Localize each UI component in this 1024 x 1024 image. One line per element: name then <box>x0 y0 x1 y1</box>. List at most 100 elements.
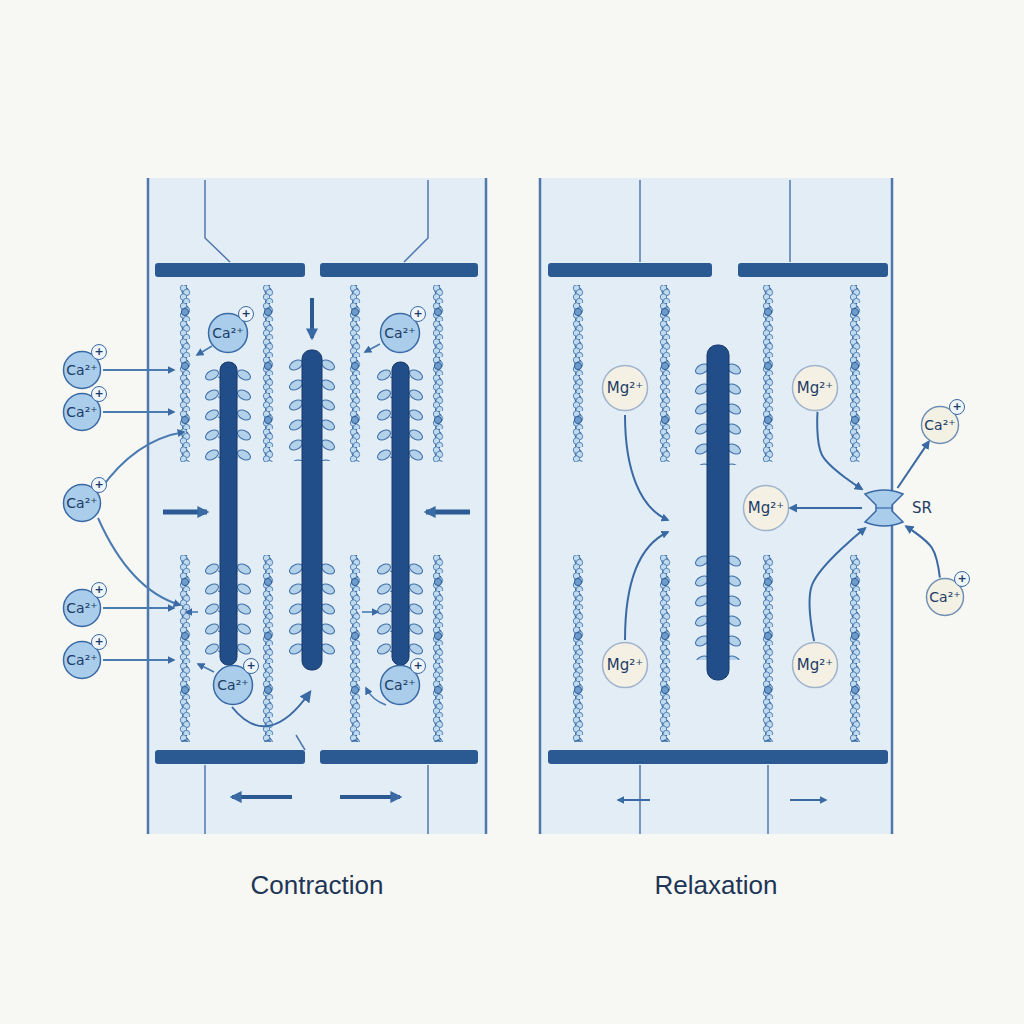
movement-arrow <box>232 795 292 799</box>
calcium-ion: Ca²⁺+ <box>62 350 102 390</box>
ion-flow-arrow <box>810 528 866 641</box>
pump-shape <box>862 488 906 528</box>
actin-filament <box>260 555 276 742</box>
contraction-panel-art <box>98 178 486 834</box>
ion-label: Mg²⁺ <box>601 641 649 689</box>
charge-badge: + <box>410 306 426 322</box>
actin-filament <box>570 285 586 462</box>
movement-arrow <box>163 510 207 515</box>
actin-filament <box>260 285 276 462</box>
panel-border <box>539 178 542 834</box>
troponin <box>847 555 863 742</box>
movement-arrow <box>790 799 826 801</box>
actin-beads <box>177 555 193 742</box>
z-disc <box>320 263 478 277</box>
magnesium-arrow <box>625 532 668 640</box>
m-line <box>639 180 641 262</box>
m-line <box>205 180 230 262</box>
ion-label: Mg²⁺ <box>601 364 649 412</box>
actin-filament <box>430 285 446 462</box>
troponin <box>177 555 193 742</box>
pump-outline <box>865 490 903 526</box>
calcium-ion: Ca²⁺+ <box>62 483 102 523</box>
troponin <box>760 555 776 742</box>
actin-beads <box>847 555 863 742</box>
actin-beads <box>657 285 673 462</box>
magnesium-ion: Mg²⁺ <box>791 364 839 412</box>
m-line <box>404 180 428 262</box>
panel-background <box>148 178 486 834</box>
troponin <box>657 285 673 462</box>
thick-filament <box>707 345 729 680</box>
calcium-arrow <box>103 411 174 413</box>
charge-badge: + <box>91 582 107 598</box>
charge-badge: + <box>949 399 965 415</box>
m-line <box>427 765 429 834</box>
m-line <box>204 765 206 834</box>
calcium-arrow <box>103 607 174 609</box>
actin-filament <box>430 555 446 742</box>
pump-label: SR <box>912 499 932 517</box>
actin-beads <box>177 285 193 462</box>
thick-filament <box>220 362 237 665</box>
z-disc <box>155 263 305 277</box>
calcium-ion: Ca²⁺+ <box>62 640 102 680</box>
z-disc <box>320 750 478 764</box>
z-disc <box>548 750 888 764</box>
z-disc <box>155 750 305 764</box>
panel-region: ContractionCa²⁺+Ca²⁺+Ca²⁺+Ca²⁺+ <box>148 178 486 834</box>
m-line <box>296 735 305 750</box>
connectors <box>790 412 940 641</box>
z-disc <box>548 263 712 277</box>
actin-filament <box>657 555 673 742</box>
actin-beads <box>847 285 863 462</box>
actin-beads <box>430 285 446 462</box>
charge-badge: + <box>238 306 254 322</box>
troponin <box>430 285 446 462</box>
actin-filament <box>760 555 776 742</box>
ion-flow-arrow <box>906 526 940 577</box>
charge-badge: + <box>91 634 107 650</box>
ion-flow-arrow <box>790 507 862 509</box>
panel-background <box>540 178 892 834</box>
charge-badge: + <box>91 344 107 360</box>
charge-badge: + <box>954 571 970 587</box>
actin-filament <box>570 555 586 742</box>
calcium-ion: Ca²⁺+ <box>212 664 254 706</box>
magnesium-ion: Mg²⁺ <box>742 484 790 532</box>
calcium-arrow <box>198 664 214 672</box>
magnesium-ion: Mg²⁺ <box>791 641 839 689</box>
actin-filament <box>657 285 673 462</box>
troponin <box>657 555 673 742</box>
actin-beads <box>430 555 446 742</box>
magnesium-ion: Mg²⁺ <box>601 364 649 412</box>
panel-border <box>147 178 150 834</box>
calcium-arrow <box>98 518 180 605</box>
calcium-ion: Ca²⁺+ <box>207 312 249 354</box>
troponin <box>847 285 863 462</box>
panel-region: RelaxationMg²⁺Mg²⁺Mg²⁺Mg²⁺Mg²⁺SR <box>540 178 892 834</box>
calcium-arrow <box>186 611 198 613</box>
magnesium-arrow <box>625 415 668 520</box>
troponin <box>177 285 193 462</box>
ion-flow-arrow <box>897 442 928 488</box>
panel-caption: Contraction <box>148 870 486 901</box>
relaxation-panel-art <box>540 178 892 834</box>
panel-caption: Relaxation <box>540 870 892 901</box>
pump-channel <box>876 507 892 508</box>
calcium-arrow <box>197 346 212 355</box>
actin-beads <box>570 555 586 742</box>
actin-beads <box>657 555 673 742</box>
ion-flow-arrow <box>817 412 862 489</box>
actin-filament <box>177 555 193 742</box>
m-line <box>767 765 769 834</box>
actin-beads <box>260 285 276 462</box>
actin-beads <box>260 555 276 742</box>
actin-beads <box>347 555 363 742</box>
actin-beads <box>347 285 363 462</box>
ion-label: Mg²⁺ <box>791 364 839 412</box>
actin-filament <box>177 285 193 462</box>
